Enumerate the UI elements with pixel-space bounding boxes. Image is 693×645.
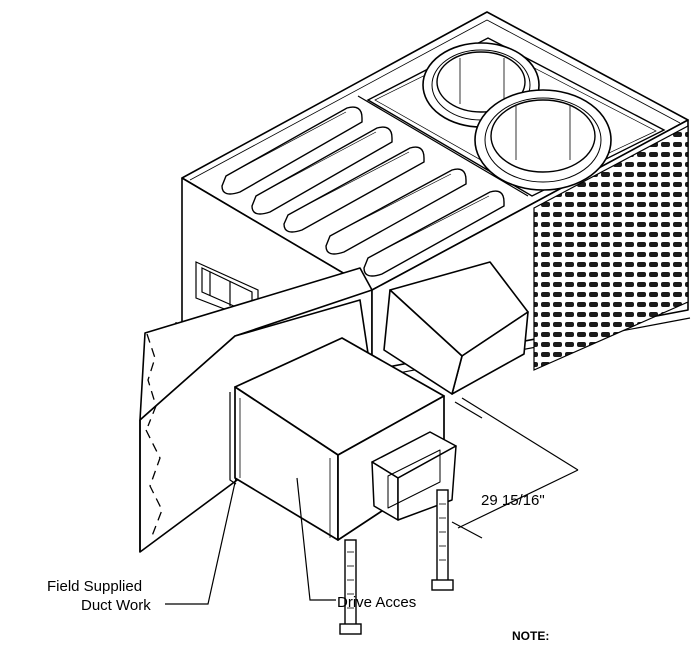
field-duct-label-line2: Duct Work: [81, 597, 151, 614]
top-access-panel-ribs: [221, 106, 505, 277]
support-legs: [339, 489, 454, 635]
duct-break-line: [145, 333, 163, 537]
drive-access-label: Drive Acces: [337, 594, 417, 611]
dimension-label: 29 15/16": [481, 492, 545, 509]
note-heading: NOTE:: [512, 629, 550, 643]
field-duct-label-line1: Field Supplied: [47, 578, 143, 595]
dimension-lines: [451, 397, 579, 539]
condenser-fan-opening-2: [474, 89, 612, 191]
leader-lines: [165, 477, 336, 605]
hood-assembly: [383, 261, 529, 395]
condenser-coil-grille: [533, 125, 689, 371]
